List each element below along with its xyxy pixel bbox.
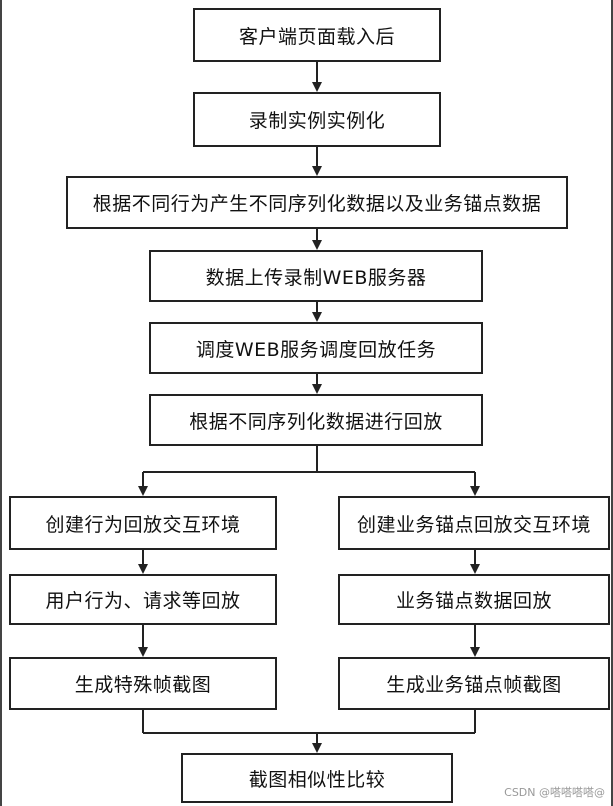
node-right-capture: 生成业务锚点帧截图 <box>338 657 610 710</box>
node-left-replay: 用户行为、请求等回放 <box>9 574 277 625</box>
node-left-env: 创建行为回放交互环境 <box>9 496 277 550</box>
node-generate-data: 根据不同行为产生不同序列化数据以及业务锚点数据 <box>66 176 568 229</box>
split-connector <box>138 446 480 496</box>
node-record-instance: 录制实例实例化 <box>193 92 441 147</box>
watermark: CSDN @嗒嗒嗒嗒@ <box>504 786 605 799</box>
node-right-env: 创建业务锚点回放交互环境 <box>338 496 610 550</box>
node-right-replay: 业务锚点数据回放 <box>338 574 610 625</box>
node-schedule: 调度WEB服务调度回放任务 <box>149 322 483 374</box>
merge-connector <box>142 710 476 753</box>
node-left-capture: 生成特殊帧截图 <box>9 657 277 710</box>
node-compare: 截图相似性比较 <box>181 753 453 803</box>
node-start: 客户端页面载入后 <box>193 8 441 62</box>
node-upload: 数据上传录制WEB服务器 <box>149 250 483 302</box>
node-replay: 根据不同序列化数据进行回放 <box>149 394 483 446</box>
